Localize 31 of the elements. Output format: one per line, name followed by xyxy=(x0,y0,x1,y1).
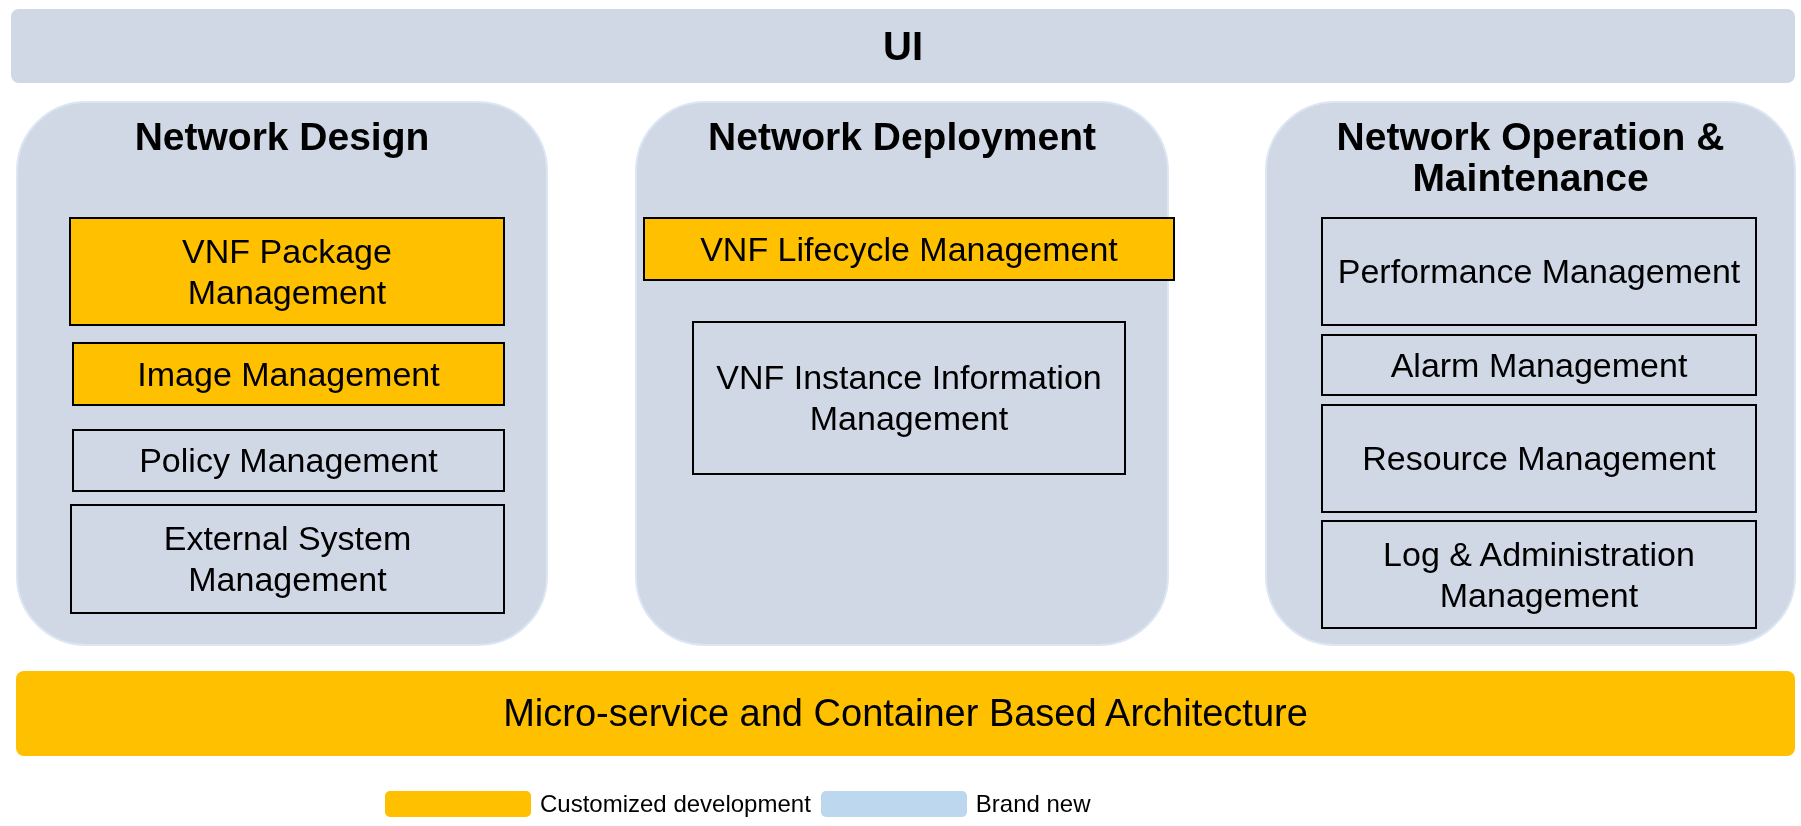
module-label: External System Management xyxy=(162,518,413,600)
module-box xyxy=(1321,520,1757,629)
module-label: Log & Administration Management xyxy=(1382,533,1696,616)
module-label: Alarm Management xyxy=(1389,344,1689,386)
panel-heading: Network Deployment xyxy=(707,117,1097,158)
module-box xyxy=(69,217,505,326)
group-panel xyxy=(16,101,548,646)
module-label: Resource Management xyxy=(1361,438,1717,479)
module-label: VNF Package Management xyxy=(181,230,393,313)
panel-heading: Network Operation & Maintenance xyxy=(1335,117,1726,199)
layer-label: Micro-service and Container Based Architecture xyxy=(502,690,1309,736)
module-box xyxy=(72,342,505,406)
module-label: Performance Management xyxy=(1336,251,1742,292)
module-box xyxy=(1321,217,1757,326)
layer-label: UI xyxy=(882,23,924,70)
layer-bar xyxy=(11,9,1795,83)
module-box xyxy=(643,217,1175,281)
layer-bar xyxy=(16,671,1795,756)
module-box xyxy=(1321,334,1757,396)
group-panel xyxy=(1265,101,1796,646)
legend-label: Brand new xyxy=(975,790,1091,818)
module-box xyxy=(692,321,1126,475)
panel-heading: Network Design xyxy=(133,117,431,158)
module-box xyxy=(70,504,505,614)
module-label: VNF Lifecycle Management xyxy=(699,228,1119,270)
legend-label: Customized development xyxy=(540,790,811,818)
module-label: Image Management xyxy=(136,353,441,395)
module-label: Policy Management xyxy=(138,440,439,481)
module-label: VNF Instance Information Management xyxy=(715,357,1103,439)
module-box xyxy=(1321,404,1757,513)
module-box xyxy=(72,429,505,492)
